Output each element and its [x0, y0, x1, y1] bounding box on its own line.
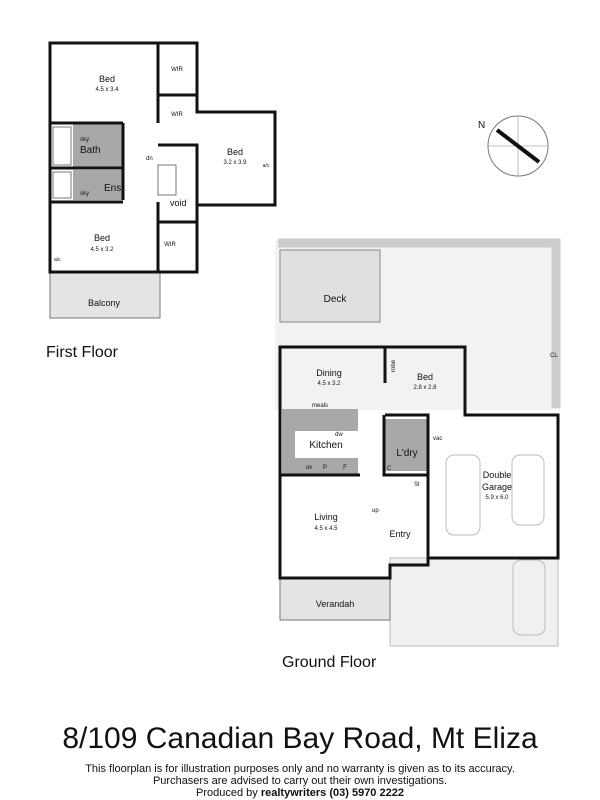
room-balcony: Balcony: [88, 298, 121, 308]
room-garage-size: 5.9 x 6.0: [485, 495, 509, 501]
ground-floor-inner-walls: [280, 347, 470, 565]
skylight-label: sky: [80, 191, 89, 197]
room-bed-size: 2.8 x 2.8: [413, 385, 437, 391]
room-bed-2-size: 3.2 x 3.9: [223, 160, 247, 166]
skylight-label: sky: [80, 137, 89, 143]
stairs-up-label: up: [372, 508, 379, 514]
clothesline-label: CL: [550, 353, 558, 359]
cupboard-label: C: [387, 466, 392, 472]
stairs-down-label: dn: [146, 156, 153, 162]
first-floor-inner-walls: [50, 43, 199, 272]
room-dining: Dining: [316, 368, 342, 378]
kitchen-cooktop-bench: [282, 431, 295, 474]
verandah-area: [279, 577, 391, 621]
room-bed: Bed: [417, 372, 433, 382]
room-entry: Entry: [389, 529, 411, 539]
car-icon: [511, 454, 545, 526]
balcony-area: [49, 271, 161, 319]
room-bed-1-size: 4.5 x 3.4: [95, 87, 119, 93]
wir-label: WIR: [171, 112, 183, 118]
ensuite-wet-area: [73, 170, 123, 200]
disclaimer-line-2: Purchasers are advised to carry out thei…: [152, 775, 448, 787]
hedge-border: [278, 238, 561, 408]
wir-label: WIR: [171, 67, 183, 73]
room-laundry: L'dry: [396, 448, 417, 459]
fridge-label: F: [343, 465, 347, 471]
disclaimer-line-1: This floorplan is for illustration purpo…: [85, 763, 515, 775]
meals-label: meals: [312, 403, 328, 409]
deck-area: [279, 249, 381, 323]
kitchen-pantry-bench: [295, 458, 358, 474]
room-verandah: Verandah: [316, 599, 355, 609]
room-bed-3: Bed: [94, 233, 110, 243]
ac-label: a/c: [54, 257, 61, 263]
property-address-title: 8/109 Canadian Bay Road, Mt Eliza: [62, 722, 538, 755]
ground-floor-label: Ground Floor: [282, 654, 377, 671]
pantry-label: P: [323, 465, 327, 471]
room-living: Living: [314, 512, 338, 522]
room-bed-2: Bed: [227, 147, 243, 157]
room-living-size: 4.5 x 4.5: [314, 526, 338, 532]
void-label: void: [170, 198, 187, 208]
room-bath: Bath: [80, 145, 101, 156]
store-label: St: [414, 482, 420, 488]
room-garage: Double: [483, 470, 512, 480]
vac-label: vac: [433, 436, 442, 442]
room-bed-1: Bed: [99, 74, 115, 84]
driveway-area: [389, 557, 559, 647]
room-deck: Deck: [324, 294, 348, 305]
oven-label: ov: [306, 465, 312, 471]
bath-wet-area: [73, 124, 123, 168]
car-icon: [512, 559, 546, 636]
produced-by-text: Produced by: [196, 787, 258, 799]
robe-label: robe: [391, 359, 397, 372]
producer-credit: Produced by realtywriters (03) 5970 2222: [0, 787, 600, 799]
first-floor-outer-wall: [48, 41, 277, 274]
ground-floor-plan: Deck CL Dining 4.5 x 3.2 meals dw Kitche…: [275, 238, 561, 647]
laundry-wet-area: [384, 419, 428, 471]
first-floor-plan: Bed 4.5 x 3.4 WIR WIR Bed 3.2 x 3.9 a/c …: [48, 41, 277, 319]
compass-icon: N: [478, 115, 549, 177]
first-floor-label: First Floor: [46, 344, 118, 361]
room-kitchen: Kitchen: [309, 440, 342, 451]
shower: [52, 171, 72, 199]
bathtub: [52, 126, 72, 166]
producer-brand: realtywriters (03) 5970 2222: [260, 787, 404, 799]
wir-label: WIR: [164, 242, 176, 248]
car-icon: [445, 454, 481, 536]
room-garage-line2: Garage: [482, 482, 512, 492]
room-ensuite: Ens: [104, 183, 121, 194]
room-dining-size: 4.5 x 3.2: [317, 381, 341, 387]
kitchen-bench: [282, 409, 358, 431]
north-label: N: [478, 120, 485, 131]
room-bed-3-size: 4.5 x 3.2: [90, 247, 114, 253]
ac-label: a/c: [263, 163, 270, 169]
dishwasher-label: dw: [335, 432, 343, 438]
stairs: [157, 164, 177, 196]
